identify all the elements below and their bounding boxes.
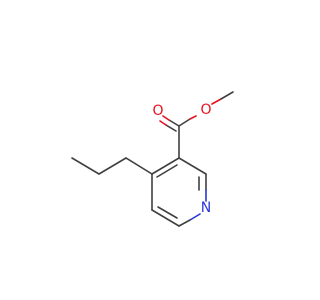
bond-carbonyl-double-b	[165, 124, 177, 132]
bond-carbonyl-ester-o-red	[189, 115, 197, 120]
bond-ring-c6-c5	[151, 209, 180, 227]
bond-propyl-ch2a	[98, 157, 127, 175]
bond-carbonyl-double-a	[168, 119, 180, 127]
molecule-diagram: O O N	[71, 91, 234, 227]
bond-ring-n-c6-blue	[189, 213, 201, 221]
atom-label-ester-oxygen: O	[200, 102, 211, 118]
bond-carbonyl-ester-o	[178, 118, 191, 127]
bond-ring-inner-c5-c6	[157, 206, 178, 219]
atom-label-ring-nitrogen: N	[201, 200, 211, 216]
bond-ester-o-methyl-red	[211, 98, 222, 105]
bond-ring-c4-c3	[151, 157, 180, 175]
bond-propyl-ch2b	[125, 157, 153, 175]
bond-ester-o-methyl	[220, 91, 234, 100]
bond-carbonyl-double-b-red	[159, 120, 167, 126]
atom-label-carbonyl-oxygen: O	[152, 103, 163, 119]
bond-carbonyl-double-a-red	[162, 115, 170, 121]
bond-propyl-ch3	[71, 157, 100, 175]
bond-ring-c3-c2	[178, 157, 207, 175]
bond-ring-n-c6-gray	[178, 219, 191, 227]
bond-ring-inner-c3-c4	[156, 164, 178, 178]
structure-canvas: O O N	[71, 91, 234, 227]
